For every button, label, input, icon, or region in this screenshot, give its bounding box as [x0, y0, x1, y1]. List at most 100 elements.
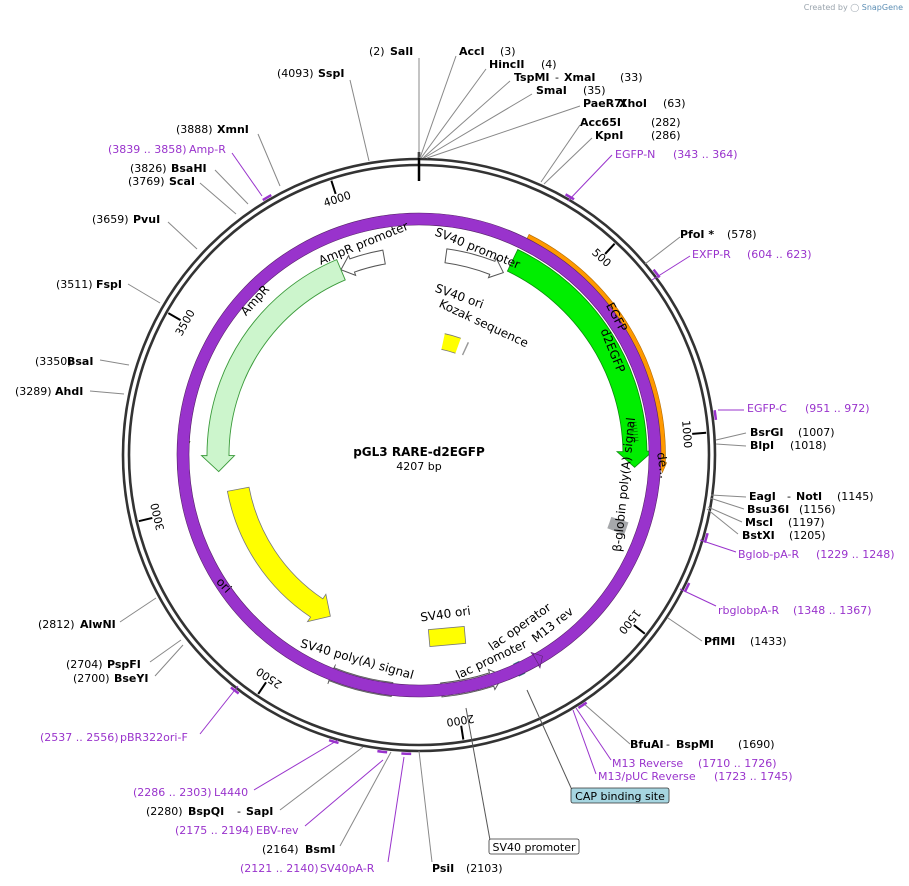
tick-label: 2500 — [254, 665, 284, 691]
enzyme-name: PfoI * — [680, 228, 714, 241]
leader-line — [257, 133, 281, 187]
leader-line — [426, 105, 581, 159]
leader-line — [567, 154, 613, 202]
leader-line — [119, 597, 157, 623]
enzyme-pos: (286) — [651, 129, 681, 142]
leader-line — [423, 93, 533, 159]
enzyme-name: Acc65I — [580, 116, 621, 129]
leader-line — [349, 79, 370, 162]
leader-line — [644, 236, 681, 265]
enzyme-name: AhdI — [55, 385, 83, 398]
leader-line — [706, 508, 739, 535]
enzyme-pos: (1018) — [790, 439, 827, 452]
d2egfp-arrow — [506, 248, 655, 468]
cap-binding-site-box — [570, 787, 670, 804]
enzyme-name: ScaI — [169, 175, 195, 188]
primer-egfp-c-mark — [713, 409, 718, 421]
sv40-ori-bottom-box — [427, 626, 467, 647]
leader-line — [582, 702, 631, 745]
enzyme-pos: (1007) — [798, 426, 835, 439]
leader-line — [543, 137, 593, 185]
leader-line — [419, 55, 457, 159]
primer-name: Bglob-pA-R — [738, 548, 800, 561]
enzyme-name: HincII — [489, 58, 525, 71]
leader-line — [253, 739, 339, 791]
tick-label: 3500 — [173, 307, 198, 338]
enzyme-name: XmaI — [564, 71, 595, 84]
primer-range: (343 .. 364) — [673, 148, 738, 161]
enzyme-pos: (3350) — [35, 355, 72, 368]
plasmid-name: pGL3 RARE-d2EGFP — [353, 445, 485, 459]
sv40-promoter-bottom-box — [488, 838, 580, 855]
sv40-promoter-bottom-label: SV40 promoter — [492, 841, 576, 854]
leader-line — [465, 707, 491, 841]
enzyme-pos: (2704) — [66, 658, 103, 671]
leader-line — [540, 124, 581, 183]
enzyme-pos: (4) — [541, 58, 557, 71]
leader-line — [199, 182, 237, 215]
leader-line — [420, 68, 487, 159]
primer-bglob-pa-r-mark — [703, 532, 709, 544]
primer-range: (2286 .. 2303) — [133, 786, 212, 799]
tick-mark — [460, 725, 465, 740]
enzyme-dash: - — [555, 71, 559, 84]
degradation-domain-label: de... — [654, 451, 672, 479]
primer-name: SV40pA-R — [320, 862, 375, 875]
enzyme-name: SmaI — [536, 84, 567, 97]
leader-line — [422, 80, 511, 159]
enzyme-name: BsaI — [67, 355, 93, 368]
enzyme-name: BsaHI — [171, 162, 207, 175]
enzyme-name: KpnI — [595, 129, 623, 142]
primer-range: (604 .. 623) — [747, 248, 812, 261]
enzyme-pos: (63) — [663, 97, 686, 110]
leader-line — [304, 759, 384, 827]
primer-ebv-rev-mark — [377, 749, 388, 754]
enzyme-name: BfuAI — [630, 738, 664, 751]
enzyme-name: AlwNI — [80, 618, 116, 631]
primer-name: EBV-rev — [256, 824, 299, 837]
primer-amp-r-mark — [262, 193, 272, 202]
cap-binding-site-label: CAP binding site — [575, 790, 665, 803]
enzyme-name: BsrGI — [750, 426, 783, 439]
enzyme-dash: - — [666, 738, 670, 751]
leader-line — [651, 255, 691, 281]
primer-name: Amp-R — [189, 143, 226, 156]
enzyme-pos: (1433) — [750, 635, 787, 648]
tick-mark — [138, 516, 153, 523]
ori-arrow — [226, 486, 331, 623]
enzyme-pos: (282) — [651, 116, 681, 129]
primer-name: M13/pUC Reverse — [598, 770, 696, 783]
enzyme-pos: (1197) — [788, 516, 825, 529]
enzyme-name: BsmI — [305, 843, 336, 856]
enzyme-dash: - — [787, 490, 791, 503]
enzyme-pos: (3659) — [92, 213, 129, 226]
plasmid-size: 4207 bp — [396, 460, 441, 473]
snapgene-logo-icon: ◯ — [850, 3, 860, 12]
beta-globin-polya-label: β-globin poly(A) signal — [610, 417, 638, 553]
enzyme-name: XhoI — [619, 97, 647, 110]
primer-range: (1723 .. 1745) — [714, 770, 793, 783]
enzyme-pos: (3) — [500, 45, 516, 58]
leader-line — [710, 494, 747, 498]
primer-name: pBR322ori-F — [120, 731, 188, 744]
tick-label: 3000 — [148, 502, 167, 532]
primer-range: (1710 .. 1726) — [698, 757, 777, 770]
enzyme-name: SalI — [390, 45, 413, 58]
credit-prefix: Created by — [803, 3, 848, 12]
leader-line — [679, 588, 717, 607]
primer-range: (3839 .. 3858) — [108, 143, 187, 156]
enzyme-pos: (3888) — [176, 123, 213, 136]
enzyme-dash: - — [610, 97, 614, 110]
enzyme-name: AccI — [459, 45, 485, 58]
primer-range: (2537 .. 2556) — [40, 731, 119, 744]
enzyme-name: BstXI — [742, 529, 775, 542]
enzyme-name: Bsu36I — [747, 503, 789, 516]
leader-line — [667, 617, 703, 642]
primer-name: EXFP-R — [692, 248, 731, 261]
enzyme-pos: (1205) — [789, 529, 826, 542]
primer-egfp-n-mark — [564, 193, 575, 201]
leader-line — [231, 152, 263, 197]
leader-line — [279, 746, 364, 811]
leader-line — [214, 169, 249, 205]
